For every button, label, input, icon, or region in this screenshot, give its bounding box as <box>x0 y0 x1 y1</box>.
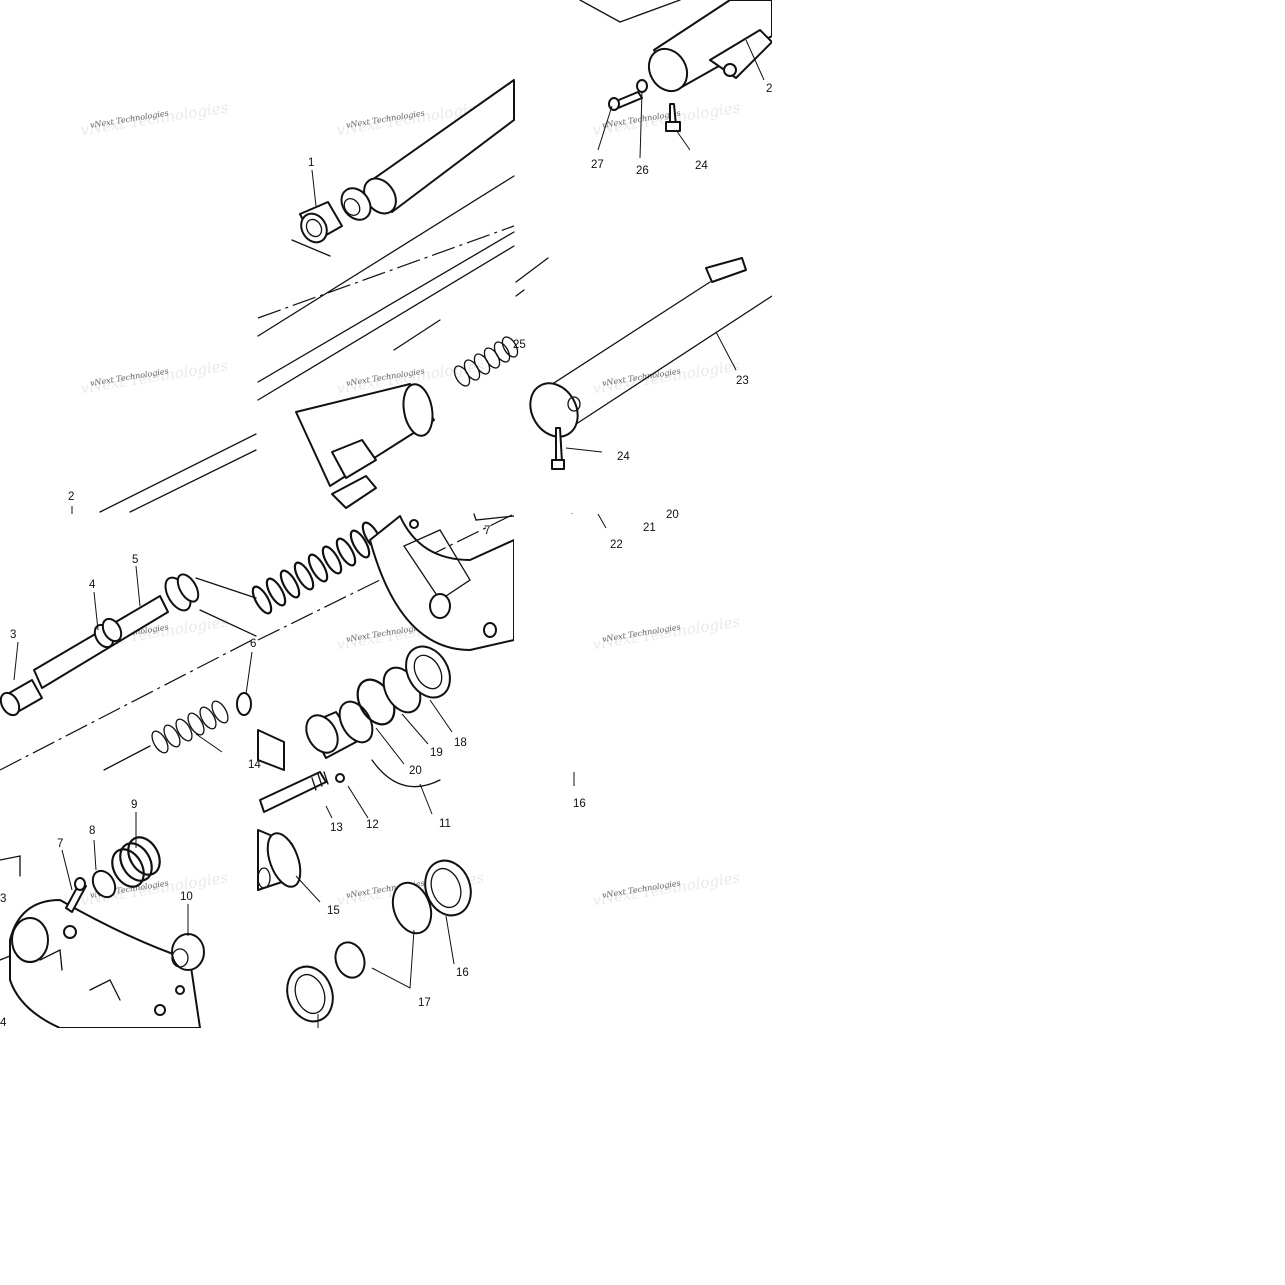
callout-7-upper: 7 <box>484 525 490 537</box>
bolt-24-top <box>665 103 681 132</box>
bushing-ring <box>299 201 343 244</box>
callout-15: 15 <box>327 905 340 917</box>
callout-26: 26 <box>636 165 649 177</box>
callout-labels: 1 2 3 4 5 6 7 7 8 9 10 11 12 13 14 4 15 … <box>0 83 772 1029</box>
washer-26 <box>636 79 648 93</box>
sleeve-3 <box>0 679 43 717</box>
callout-8: 8 <box>89 825 95 837</box>
triple-clamp-11 <box>369 515 515 788</box>
lower-clamp <box>9 899 201 1028</box>
collar-4 <box>93 617 123 649</box>
callout-23: 23 <box>736 375 749 387</box>
spring-14 <box>151 700 229 754</box>
spring-25 <box>453 336 519 387</box>
watermark: vNext Technologies vNext Technologies <box>591 868 741 909</box>
callout-11: 11 <box>439 818 451 830</box>
outer-fork-tube <box>257 175 515 509</box>
callout-9: 9 <box>131 799 137 811</box>
callout-25: 25 <box>513 339 526 351</box>
tube-23 <box>529 257 772 438</box>
nut-10 <box>171 933 205 971</box>
bolt-7 <box>65 877 87 913</box>
callout-19: 19 <box>430 747 443 759</box>
callout-10: 10 <box>180 891 193 903</box>
callout-3-edge: 3 <box>0 893 6 905</box>
callout-4-edge: 4 <box>0 1017 7 1029</box>
oring-8 <box>91 869 117 899</box>
callout-1: 1 <box>308 157 314 169</box>
callout-24-lower: 24 <box>617 451 630 463</box>
callout-6: 6 <box>250 638 256 650</box>
callout-2: 2 <box>68 491 74 503</box>
callout-14: 14 <box>248 759 261 771</box>
callout-4: 4 <box>89 579 96 591</box>
callout-2-edge: 2 <box>766 83 772 95</box>
callout-16-lower: 16 <box>456 967 469 979</box>
cap-9 <box>111 836 161 888</box>
upper-fork-tube <box>340 79 515 221</box>
callout-7-lower: 7 <box>57 838 63 850</box>
callout-20-edge: 20 <box>666 509 679 521</box>
callout-18: 18 <box>454 737 467 749</box>
callout-5: 5 <box>132 554 138 566</box>
watermark: vNext Technologies vNext Technologies <box>591 612 741 653</box>
bearing-set <box>286 859 472 1023</box>
seal-stack <box>305 645 451 759</box>
leader-lines <box>13 39 765 1028</box>
callout-12: 12 <box>366 819 379 831</box>
threaded-rod-13 <box>259 771 345 813</box>
part-drawings <box>0 0 772 1028</box>
lower-tube-15 <box>257 729 302 891</box>
callout-13: 13 <box>330 822 343 834</box>
callout-22: 22 <box>610 539 623 551</box>
callout-3: 3 <box>10 629 16 641</box>
callout-21: 21 <box>643 522 656 534</box>
callout-16-right: 16 <box>573 798 586 810</box>
callout-24-upper: 24 <box>695 160 708 172</box>
upper-right-tube <box>579 0 772 93</box>
bolt-24-bottom <box>551 427 565 470</box>
callout-17: 17 <box>418 997 431 1009</box>
callout-27: 27 <box>591 159 604 171</box>
callout-20: 20 <box>409 765 422 777</box>
